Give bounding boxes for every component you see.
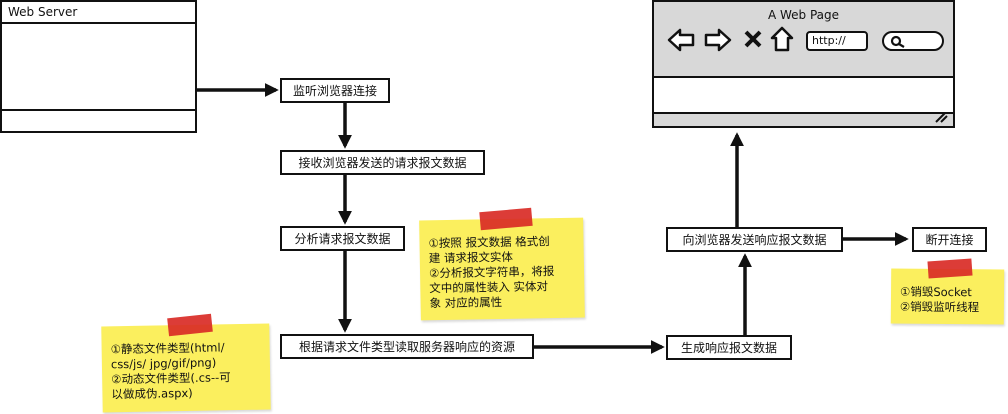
address-bar[interactable]: http:// — [806, 31, 868, 51]
step-generate-response: 生成响应报文数据 — [666, 335, 792, 360]
step-receive: 接收浏览器发送的请求报文数据 — [280, 150, 485, 175]
step-send-response: 向浏览器发送响应报文数据 — [666, 227, 843, 252]
browser-content-area — [654, 76, 953, 114]
close-x-icon[interactable] — [743, 29, 763, 49]
note-line: ②分析报文字符串，将报 — [428, 264, 555, 281]
home-icon[interactable] — [769, 25, 795, 53]
browser-page-title: A Web Page — [767, 8, 840, 22]
web-server-status-bar — [2, 109, 195, 131]
browser-window: A Web Page — [652, 0, 955, 128]
web-server-window: Web Server — [0, 0, 197, 133]
sticky-note-parse: ①按照 报文数据 格式创 建 请求报文实体 ②分析报文字符串，将报 文中的属性装… — [419, 217, 585, 321]
step-listen: 监听浏览器连接 — [280, 78, 390, 103]
note-line: ②销毁监听线程 — [899, 299, 980, 315]
sticky-note-file-type: ①静态文件类型(html/ css/js/ jpg/gif/png) ②动态文件… — [101, 323, 271, 413]
back-arrow-icon[interactable] — [666, 27, 696, 53]
forward-arrow-icon[interactable] — [703, 27, 733, 53]
tape-decoration — [927, 258, 973, 279]
step-disconnect: 断开连接 — [912, 227, 987, 252]
web-server-title: Web Server — [2, 2, 195, 24]
search-icon — [890, 35, 905, 48]
resize-grip-icon[interactable] — [933, 110, 949, 124]
note-line: 象 对应的属性 — [429, 295, 503, 311]
step-analyze: 分析请求报文数据 — [280, 226, 405, 251]
step-read-resource: 根据请求文件类型读取服务器响应的资源 — [280, 334, 534, 359]
note-line: 以做成伪.aspx) — [111, 385, 193, 402]
search-input[interactable] — [882, 31, 944, 51]
note-line: ①销毁Socket — [899, 284, 972, 300]
